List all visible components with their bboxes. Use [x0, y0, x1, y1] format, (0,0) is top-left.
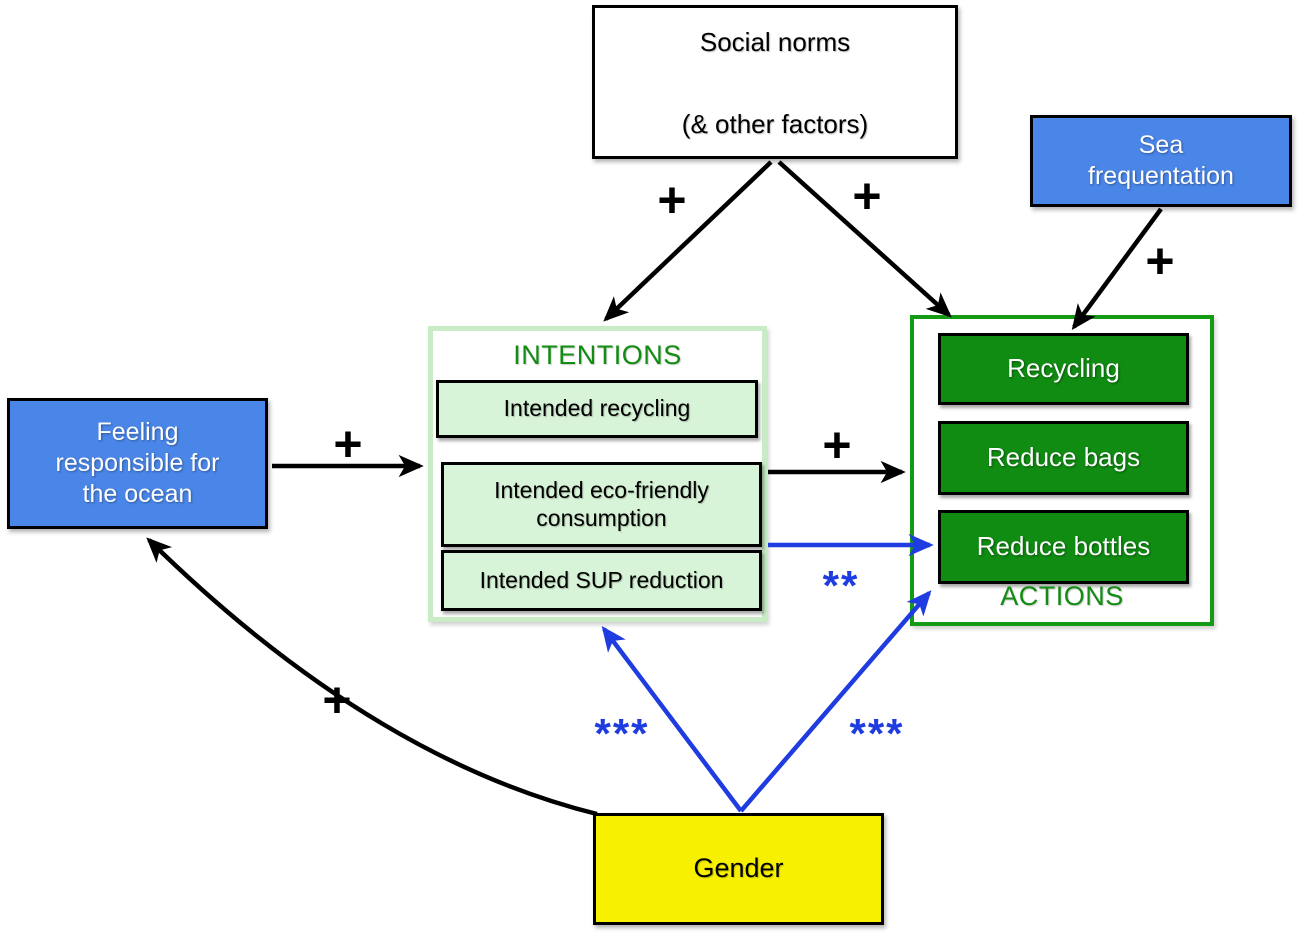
social-norms-line1: Social norms [699, 27, 851, 57]
recycling-label: Recycling [1007, 353, 1120, 384]
node-social-norms: Social norms (& other factors) [592, 5, 958, 159]
edge-label-social-to-intentions: + [657, 172, 687, 228]
intended-sup-label: Intended SUP reduction [479, 566, 724, 593]
edge-label-gender-to-feeling: + [322, 672, 352, 728]
feeling-line2: responsible for [55, 448, 220, 477]
group-intentions: INTENTIONS Intended recycling Intended e… [428, 326, 767, 622]
social-norms-line2: (& other factors) [681, 108, 869, 139]
feeling-line3: the ocean [82, 480, 193, 509]
node-intended-eco-friendly-consumption: Intended eco-friendly consumption [441, 462, 762, 547]
arrow-gender-to-reduce-bottles [739, 590, 932, 813]
gender-label: Gender [693, 853, 784, 884]
node-reduce-bottles: Reduce bottles [938, 510, 1189, 584]
actions-title: ACTIONS [1000, 581, 1124, 611]
intended-eco-label: Intended eco-friendly consumption [494, 476, 709, 531]
node-gender: Gender [593, 813, 884, 925]
node-feeling-responsible: Feeling responsible for the ocean [7, 398, 268, 529]
node-intended-recycling: Intended recycling [436, 380, 758, 438]
intended-recycling-label: Intended recycling [503, 395, 691, 422]
edge-label-feeling-to-intentions: + [333, 416, 363, 472]
edge-label-sea-to-actions: + [1145, 233, 1175, 289]
reduce-bags-label: Reduce bags [986, 442, 1141, 473]
reduce-bottles-label: Reduce bottles [976, 531, 1151, 562]
node-recycling: Recycling [938, 333, 1189, 405]
intentions-title: INTENTIONS [513, 340, 682, 370]
group-actions: Recycling Reduce bags Reduce bottles ACT… [910, 315, 1214, 626]
feeling-line1: Feeling [96, 417, 179, 446]
node-intended-sup-reduction: Intended SUP reduction [441, 550, 762, 611]
node-sea-frequentation: Sea frequentation [1030, 115, 1292, 207]
edge-label-intentions-to-reduce-bottles: ** [822, 562, 860, 609]
sea-frequentation-line1: Sea [1138, 130, 1184, 159]
sea-frequentation-line2: frequentation [1088, 162, 1234, 190]
edge-label-social-to-actions: + [852, 168, 882, 224]
node-reduce-bags: Reduce bags [938, 421, 1189, 495]
arrow-social-to-intentions [603, 160, 773, 322]
edge-label-gender-to-reduce-bottles: *** [849, 710, 905, 757]
edge-label-gender-to-intentions: *** [594, 710, 650, 757]
edge-label-intentions-to-actions: + [822, 417, 852, 473]
